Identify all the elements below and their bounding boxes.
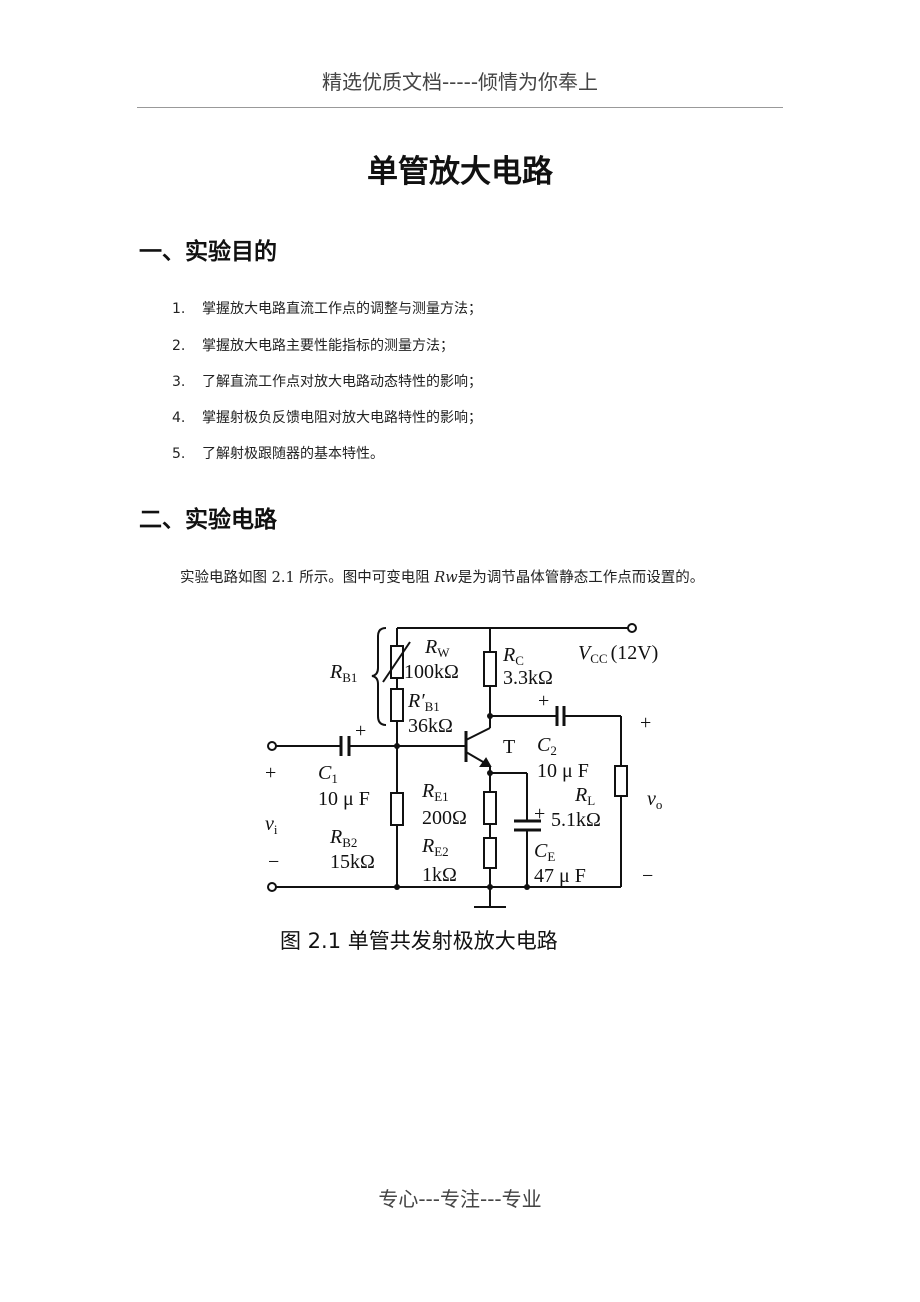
rc-resistor: [483, 651, 497, 687]
circuit-wires: [267, 623, 637, 908]
list-item: 4. 掌握射极负反馈电阻对放大电路特性的影响；: [172, 407, 482, 427]
list-item: 1. 掌握放大电路直流工作点的调整与测量方法；: [172, 298, 482, 318]
vo-plus: +: [640, 712, 651, 734]
c1-value: 10 μ F: [318, 788, 370, 810]
list-item: 3. 了解直流工作点对放大电路动态特性的影响；: [172, 371, 482, 391]
list-item: 2. 掌握放大电路主要性能指标的测量方法；: [172, 335, 454, 355]
c1-plus: +: [355, 720, 366, 742]
rl-value: 5.1kΩ: [551, 809, 601, 831]
list-text: 了解直流工作点对放大电路动态特性的影响；: [202, 374, 482, 390]
emitter-arrow: [479, 757, 492, 767]
c1-label: C1: [318, 762, 338, 786]
page-footer: 专心---专注---专业: [378, 1187, 542, 1211]
rw-value: 100kΩ: [404, 661, 459, 683]
list-text: 掌握放大电路直流工作点的调整与测量方法；: [202, 301, 482, 317]
rb1-label: RB1: [329, 661, 357, 685]
rc-value: 3.3kΩ: [503, 667, 553, 689]
section-heading-circuit: 二、实验电路: [139, 507, 277, 533]
list-num: 2.: [172, 338, 186, 354]
list-num: 1.: [172, 301, 186, 317]
c2-label: C2: [537, 734, 557, 758]
re2-resistor: [483, 837, 497, 869]
list-item: 5. 了解射极跟随器的基本特性。: [172, 443, 384, 463]
vi-label: vi: [265, 813, 278, 837]
figure-caption: 图 2.1 单管共发射极放大电路: [280, 929, 558, 953]
rc-label: RC: [502, 644, 524, 668]
c2-value: 10 μ F: [537, 760, 589, 782]
para-text: 是为调节晶体管静态工作点而设置的。: [457, 570, 705, 586]
re1-label: RE1: [421, 780, 449, 804]
rl-resistor: [614, 765, 628, 797]
vi-plus: +: [265, 762, 276, 784]
transistor-label: T: [503, 736, 515, 758]
list-text: 掌握射极负反馈电阻对放大电路特性的影响；: [202, 410, 482, 426]
rb1p-value: 36kΩ: [408, 715, 453, 737]
header-divider: [137, 107, 783, 108]
ce-label: CE: [534, 840, 555, 864]
para-variable: Rw: [434, 570, 458, 586]
rb2-value: 15kΩ: [330, 851, 375, 873]
vo-minus: −: [642, 865, 653, 887]
section-heading-objectives: 一、实验目的: [139, 239, 277, 265]
circuit-nodes: [394, 713, 530, 890]
ce-value: 47 μ F: [534, 865, 586, 887]
document-title: 单管放大电路: [367, 154, 553, 190]
rw-variable-arrow: [382, 641, 411, 683]
re2-value: 1kΩ: [422, 864, 457, 886]
list-text: 了解射极跟随器的基本特性。: [202, 446, 384, 462]
c2-plus: +: [538, 690, 549, 712]
list-num: 5.: [172, 446, 186, 462]
circuit-description: 实验电路如图 2.1 所示。图中可变电阻 Rw是为调节晶体管静态工作点而设置的。: [180, 566, 704, 587]
ce-plus: +: [534, 803, 545, 825]
rb1-brace: [371, 627, 387, 726]
re1-resistor: [483, 791, 497, 825]
rb2-resistor: [390, 792, 404, 826]
re1-value: 200Ω: [422, 807, 467, 829]
ground-terminal: [267, 882, 277, 892]
list-num: 3.: [172, 374, 186, 390]
vcc-label: VCC(12V): [578, 642, 658, 666]
rb2-label: RB2: [329, 826, 357, 850]
list-text: 掌握放大电路主要性能指标的测量方法；: [202, 338, 454, 354]
vcc-terminal: [627, 623, 637, 633]
rb1p-label: R′B1: [407, 690, 440, 714]
input-terminal: [267, 741, 277, 751]
para-text: 实验电路如图 2.1 所示。图中可变电阻: [180, 570, 435, 586]
re2-label: RE2: [421, 835, 449, 859]
rw-label: RW: [424, 636, 450, 660]
rb1p-resistor: [390, 688, 404, 722]
list-num: 4.: [172, 410, 186, 426]
vo-label: vo: [647, 788, 662, 812]
page-header: 精选优质文档-----倾情为你奉上: [321, 70, 599, 94]
rl-label: RL: [574, 784, 595, 808]
vi-minus: −: [268, 851, 279, 873]
